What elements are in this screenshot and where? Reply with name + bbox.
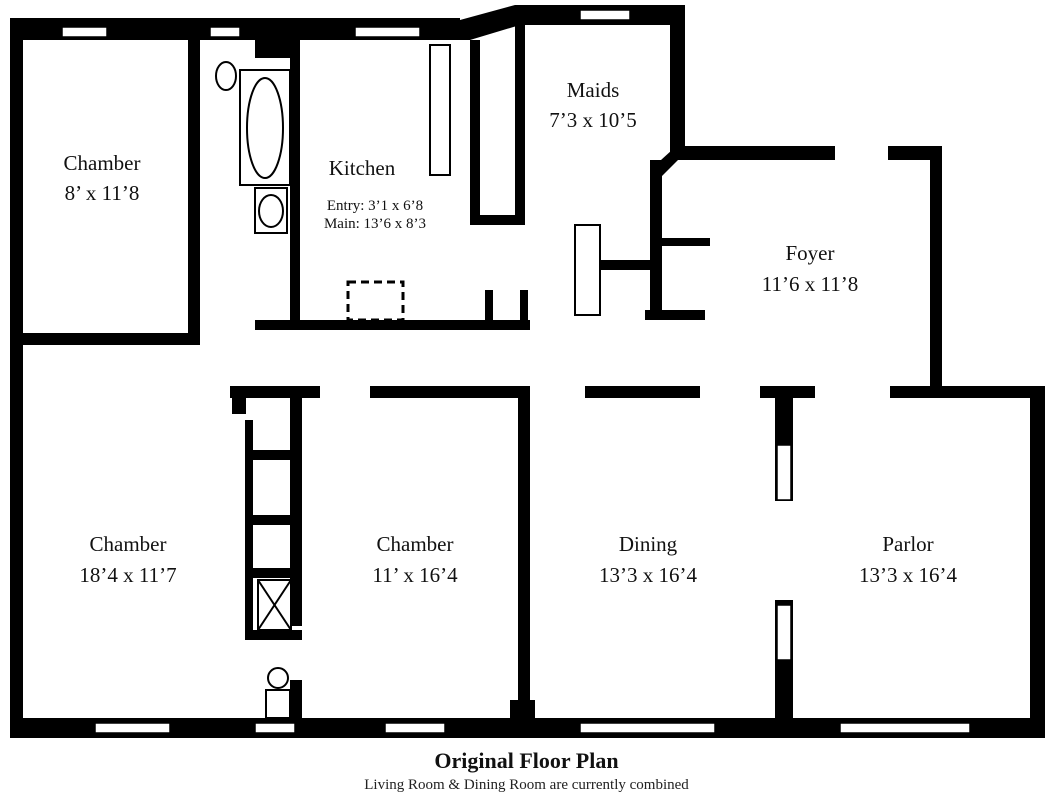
room-labels: Chamber 8’ x 11’8 Kitchen Entry: 3’1 x 6… [64,78,958,587]
room-size: 11’ x 16’4 [372,563,458,587]
plan-note: Living Room & Dining Room are currently … [364,777,689,793]
room-name: Foyer [786,241,835,265]
toilet-icon [267,667,289,689]
fixtures [215,44,601,719]
room-name: Parlor [882,532,933,556]
room-name: Dining [619,532,678,556]
room-size: 8’ x 11’8 [65,181,140,205]
room-size: 13’3 x 16’4 [599,563,697,587]
toilet-icon [215,61,237,91]
room-name: Maids [567,78,620,102]
room-size: 18’4 x 11’7 [79,563,176,587]
windows [61,9,971,734]
walls [10,5,1045,738]
room-size: 13’3 x 16’4 [859,563,957,587]
room-size: 7’3 x 10’5 [549,108,637,132]
room-size: 11’6 x 11’8 [762,272,858,296]
room-size: Entry: 3’1 x 6’8 [327,198,423,214]
room-name: Kitchen [329,156,396,180]
plan-title: Original Floor Plan [434,748,619,773]
room-size: Main: 13’6 x 8’3 [324,216,426,232]
counter [574,224,601,316]
room-name: Chamber [64,151,141,175]
room-name: Chamber [90,532,167,556]
room-name: Chamber [377,532,454,556]
